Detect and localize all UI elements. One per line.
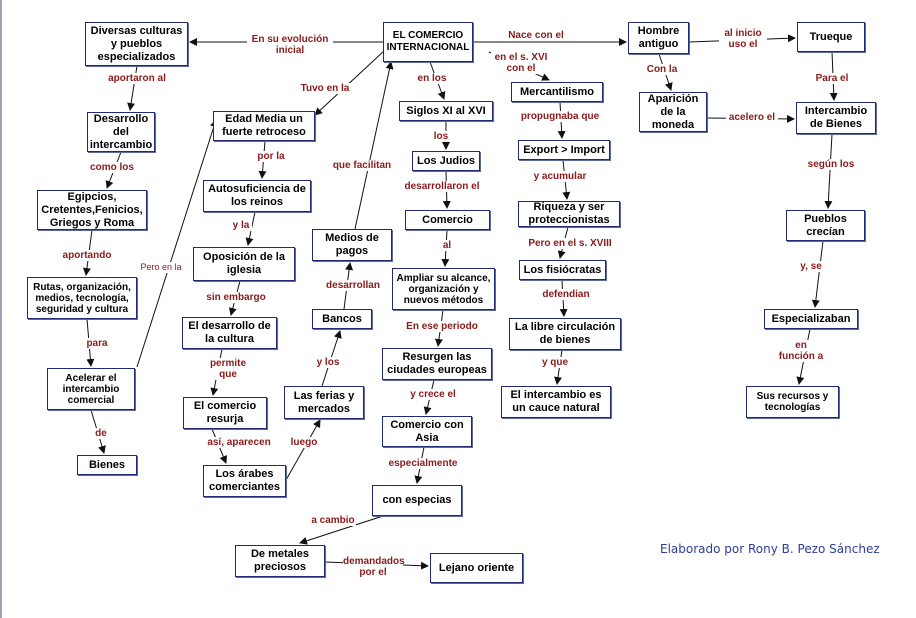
label-en-funcion-a: en función a (774, 340, 828, 362)
node-rutas: Rutas, organización, medios, tecnología,… (27, 277, 137, 319)
connector-arrow (811, 240, 824, 308)
node-hombre-antiguo: Hombre antiguo (628, 22, 689, 54)
label-y-crece: y crece el (406, 389, 460, 400)
label-y-la: y la (230, 220, 252, 231)
label-y-que: y que (540, 357, 570, 368)
label-propugnaba: propugnaba que (519, 111, 601, 122)
node-intercambio-bienes: Intercambio de Bienes (796, 102, 876, 134)
label-al: al (440, 240, 454, 251)
connector-arrow (824, 133, 833, 209)
label-y-se: y, se (799, 261, 823, 272)
label-con-la: Con la (644, 64, 680, 75)
node-medios-pago: Medios de pagos (312, 229, 392, 261)
label-nace-con-el: Nace con el (505, 30, 567, 41)
connector-arrow (285, 419, 321, 481)
label-y-los: y los (314, 357, 342, 368)
node-comercio-asia: Comercio con Asia (382, 416, 472, 447)
left-border (0, 0, 2, 618)
label-aportando: aportando (57, 250, 117, 261)
node-trueque: Trueque (797, 22, 865, 52)
label-desarrollaron: desarrollaron el (400, 181, 484, 192)
node-ferias: Las ferias y mercados (284, 386, 364, 419)
connector-arrow (314, 49, 386, 116)
label-en-ese-periodo: En ese periodo (402, 321, 482, 332)
label-pero-en-xviii: Pero en el s. XVIII (527, 238, 613, 249)
node-desarrollo-intercambio: Desarrollo del intercambio (87, 112, 155, 152)
label-defendian: defendian (540, 289, 592, 300)
label-acelero-el: acelero el (726, 112, 778, 123)
node-ampliar-alcance: Ampliar su alcance, organización y nuevo… (392, 268, 495, 310)
label-en-el-siglo-xvi: en el s. XVI con el (491, 52, 551, 74)
node-pueblos-crecian: Pueblos crecían (786, 210, 865, 241)
node-arabes: Los árabes comerciantes (203, 465, 286, 497)
label-a-cambio: a cambio (310, 515, 356, 526)
label-para-el: Para el (812, 73, 852, 84)
label-y-acumular: y acumular (531, 171, 589, 182)
label-los: los (430, 131, 452, 142)
node-edad-media: Edad Media un fuerte retroceso (213, 111, 315, 141)
connector-arrow (354, 61, 394, 230)
label-permite-que: permite que (208, 358, 248, 380)
connector-arrow (136, 119, 218, 368)
label-al-inicio: al inicio uso el (719, 28, 767, 50)
connector-arrow (299, 515, 384, 545)
node-acelerar: Acelerar el intercambio comercial (47, 368, 135, 410)
node-especializaban: Especializaban (764, 309, 858, 329)
node-autosuficiencia: Autosuficiencia de los reinos (203, 180, 311, 212)
node-comercio-resurja: El comercio resurja (183, 397, 267, 429)
label-sin-embargo: sin embargo (205, 292, 267, 303)
label-de: de (92, 428, 110, 439)
label-como-los: como los (82, 162, 142, 173)
label-desarrollan: desarrollan (322, 280, 384, 291)
label-pero-en-la: Pero en la (136, 262, 186, 273)
node-judios: Los Judios (412, 151, 480, 171)
label-en-los: en los (415, 73, 449, 84)
label-demandados: demandados por el (343, 556, 405, 578)
node-metales: De metales preciosos (235, 545, 325, 577)
label-aportaron: aportaron al (97, 73, 177, 84)
label-para: para (82, 338, 112, 349)
node-comercio: Comercio (405, 210, 490, 230)
label-que-facilitan: que facilitan (329, 160, 395, 171)
label-tuvo-en-la: Tuvo en la (295, 83, 355, 94)
node-aparicion-moneda: Aparición de la moneda (639, 92, 707, 132)
node-export-import: Export > Import (518, 140, 610, 160)
node-siglos: Siglos XI al XVI (399, 101, 493, 121)
node-egipcios: Egipcios, Cretentes,Fenicios, Griegos y … (37, 190, 147, 230)
node-mercantilismo: Mercantilismo (511, 82, 603, 102)
node-bienes: Bienes (77, 455, 137, 475)
node-especias: con especias (372, 485, 462, 516)
node-fisiocratas: Los fisiócratas (519, 260, 606, 280)
label-segun-los: según los (804, 159, 858, 170)
node-diversas-culturas: Diversas culturas y pueblos especializad… (85, 22, 188, 66)
label-luego: luego (289, 437, 319, 448)
node-bancos: Bancos (312, 309, 372, 329)
label-asi-aparecen: así, aparecen (204, 437, 274, 448)
node-recursos-tecnologias: Sus recursos y tecnologías (746, 386, 839, 418)
label-por-la: por la (255, 151, 287, 162)
node-lejano-oriente: Lejano oriente (430, 553, 523, 583)
node-desarrollo-cultura: El desarrollo de la cultura (182, 317, 277, 349)
node-riqueza: Riqueza y ser proteccionistas (518, 201, 620, 227)
label-especialmente: especialmente (386, 458, 460, 469)
author-credit: Elaborado por Rony B. Pezo Sánchez (660, 542, 880, 556)
node-libre-circulacion: La libre circulación de bienes (509, 318, 621, 350)
label-en-su-evolucion: En su evolución inicial (247, 34, 333, 56)
node-resurgen-ciudades: Resurgen las ciudades europeas (382, 348, 492, 380)
node-cauce-natural: El intercambio es un cauce natural (501, 386, 611, 418)
node-oposicion-iglesia: Oposición de la iglesia (193, 247, 295, 281)
node-comercio-internacional: EL COMERCIO INTERNACIONAL (383, 22, 473, 62)
